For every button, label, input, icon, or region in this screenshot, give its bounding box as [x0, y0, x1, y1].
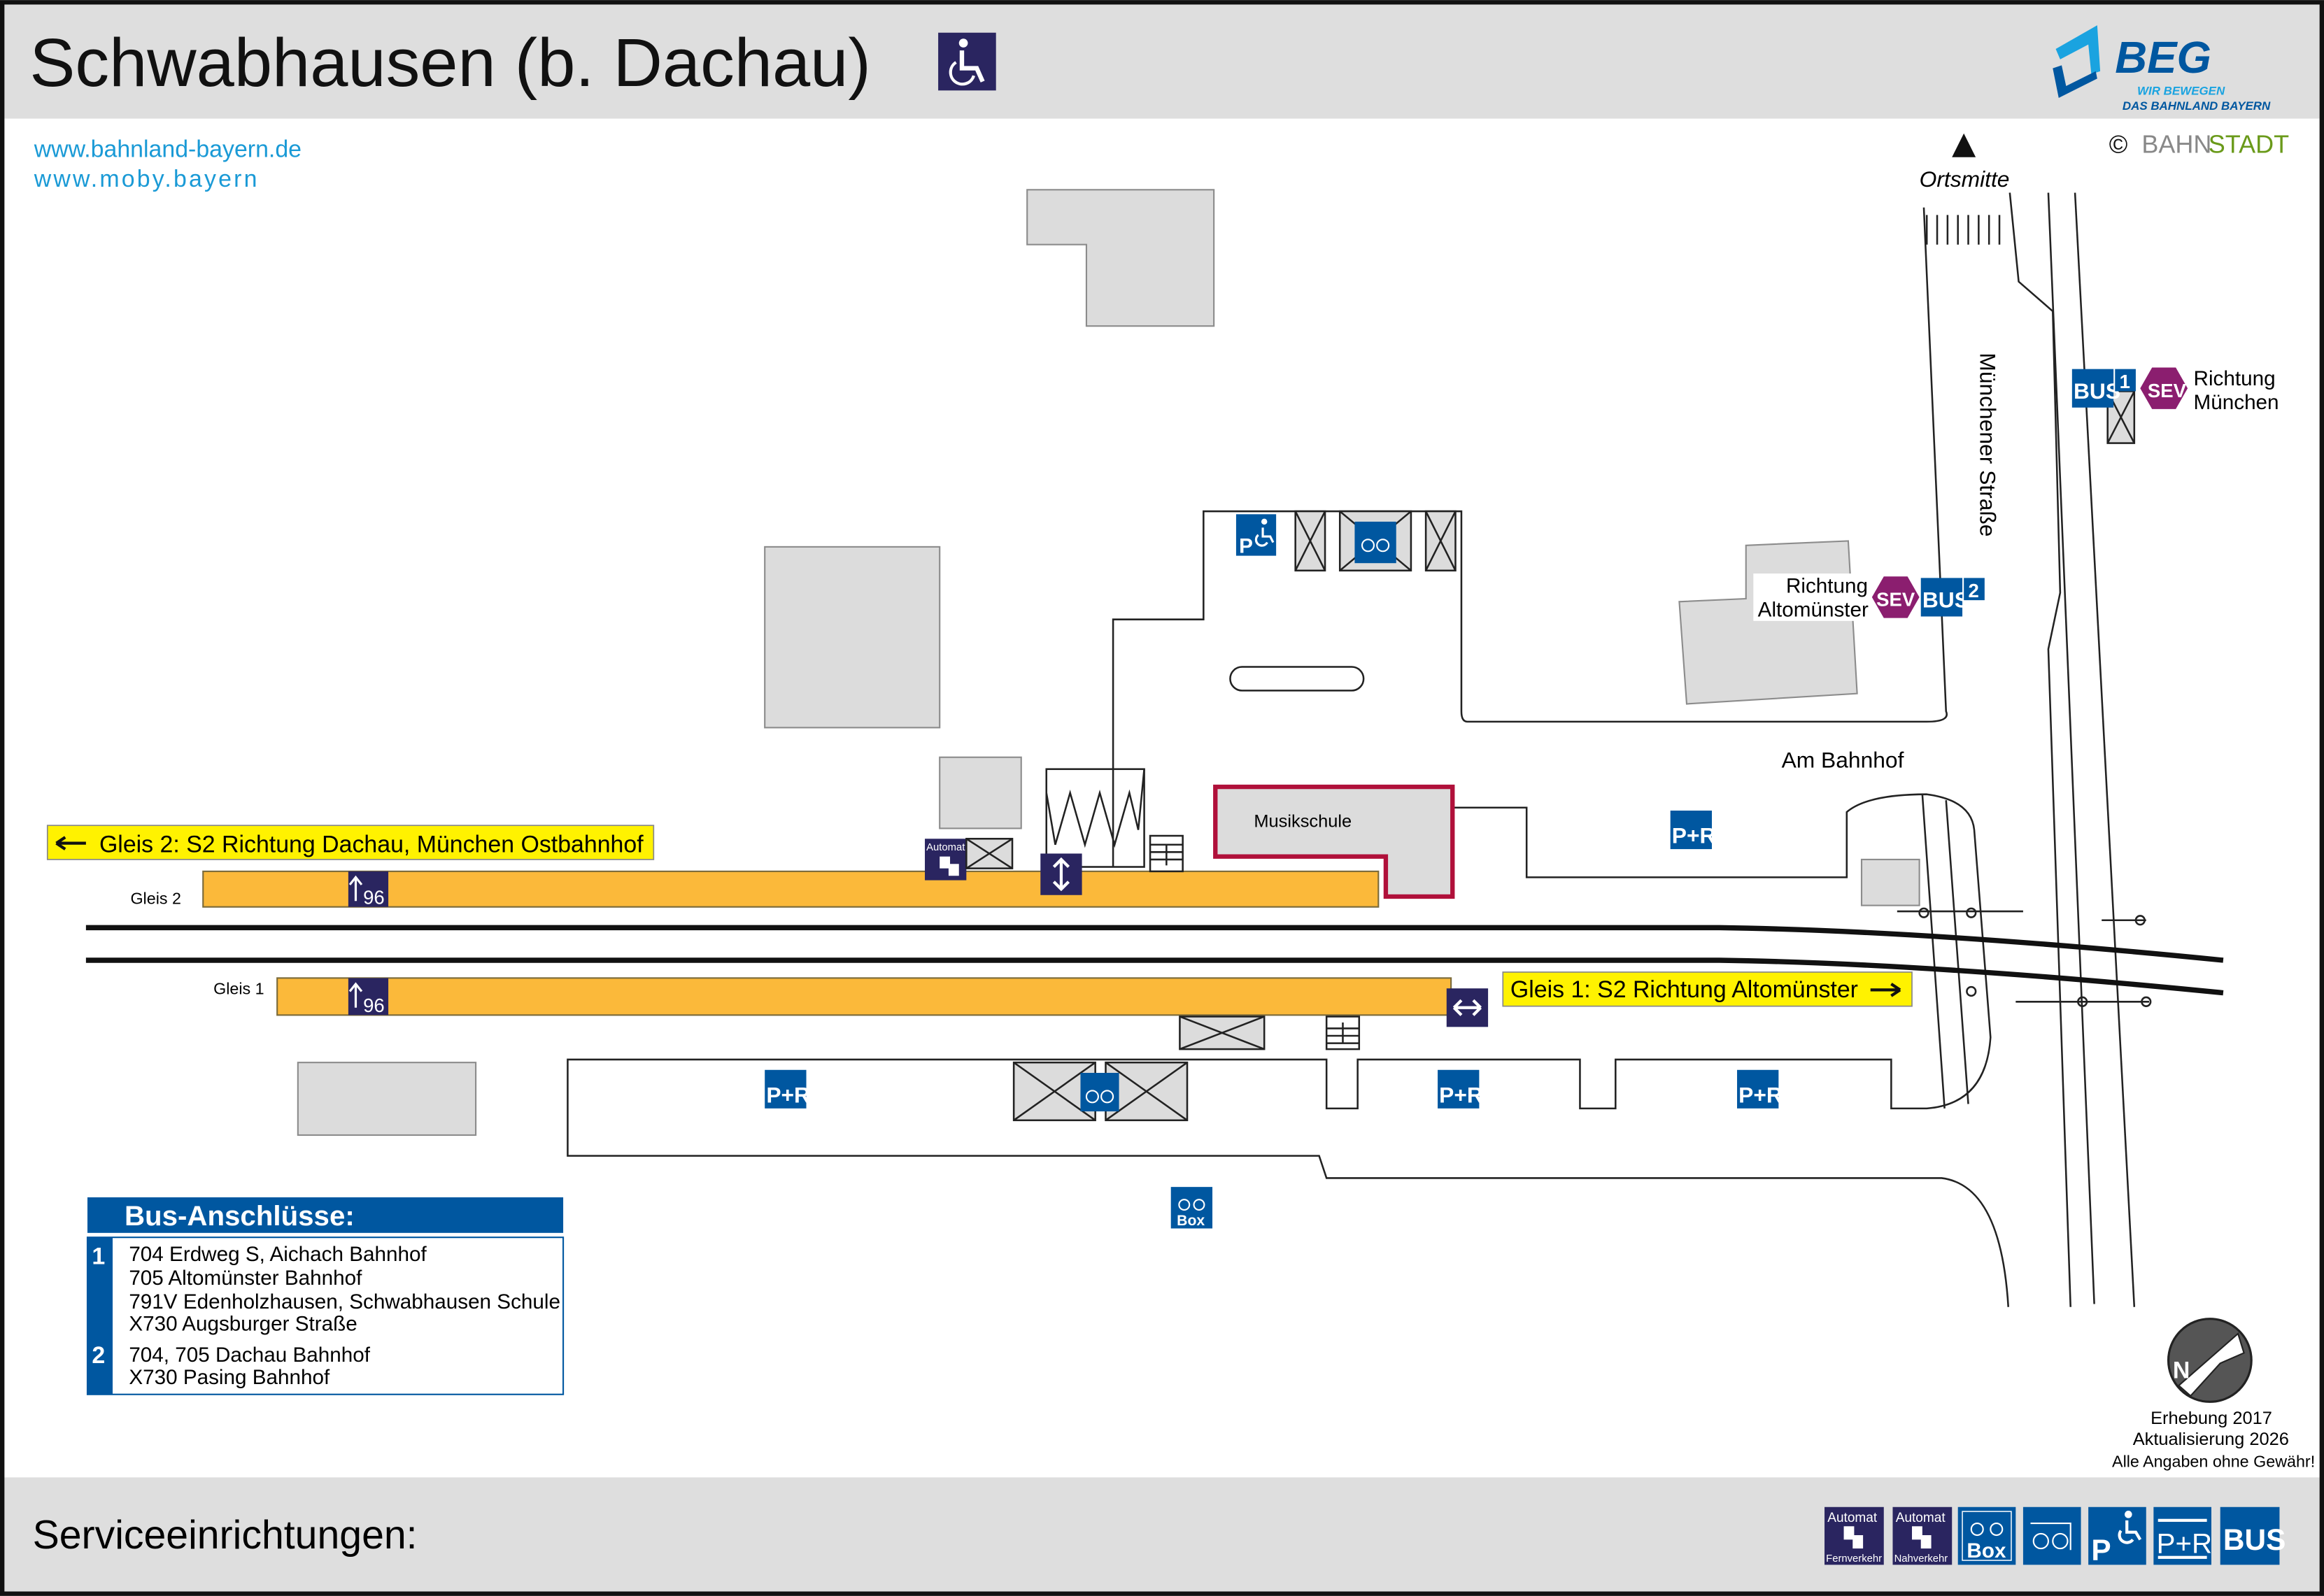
page-title: Schwabhausen (b. Dachau) [29, 24, 870, 101]
gleis-2-label: Gleis 2 [130, 889, 181, 907]
svg-text:Altomünster: Altomünster [1758, 598, 1869, 621]
disclaimer: Alle Angaben ohne Gewähr! [2112, 1453, 2315, 1471]
svg-text:Fernverkehr: Fernverkehr [1826, 1553, 1882, 1565]
svg-text:Automat: Automat [1827, 1511, 1878, 1525]
svg-text:704, 705 Dachau Bahnhof: 704, 705 Dachau Bahnhof [129, 1344, 370, 1367]
svg-text:WIR BEWEGEN: WIR BEWEGEN [2137, 85, 2225, 98]
svg-text:Musikschule: Musikschule [1254, 811, 1352, 831]
gleis-1-label: Gleis 1 [213, 980, 264, 998]
street-label-muenchener: Münchener Straße [1975, 352, 2000, 536]
svg-text:791V Edenholzhausen, Schwabhau: 791V Edenholzhausen, Schwabhausen Schule [129, 1290, 560, 1313]
svg-text:STADT: STADT [2209, 129, 2289, 158]
bahnstadt-copyright: © BAHN STADT [2109, 129, 2289, 158]
ortsmitte-label: Ortsmitte [1920, 166, 2010, 192]
bike-parking-icon [1354, 521, 1396, 564]
survey-note: Erhebung 2017 [2151, 1409, 2272, 1428]
footer-bike-box-icon: Box [1957, 1506, 2016, 1565]
footer-ticket-machine-nahverkehr: Automat Nahverkehr [1892, 1506, 1953, 1565]
musikschule-building: Musikschule [1213, 784, 1455, 899]
footer-park-and-ride-icon: P+R [2153, 1506, 2212, 1565]
bike-box-icon: Box [1170, 1187, 1213, 1229]
svg-text:P: P [2091, 1534, 2111, 1567]
platform-gleis-2 [202, 870, 1380, 908]
svg-text:Gleis 2: S2 Richtung Dachau, M: Gleis 2: S2 Richtung Dachau, München Ost… [99, 831, 644, 857]
bus-stop-2: Richtung Altomünster SEV BUS 2 [1753, 573, 1985, 621]
svg-text:Nahverkehr: Nahverkehr [1894, 1553, 1948, 1565]
svg-text:X730 Augsburger Straße: X730 Augsburger Straße [129, 1313, 357, 1336]
north-arrow-icon [1952, 133, 1976, 157]
footer-bus-icon: BUS [2220, 1506, 2286, 1565]
wheelchair-icon [938, 32, 996, 91]
svg-text:1: 1 [2120, 371, 2130, 392]
svg-text:Gleis 1: S2 Richtung Altomünst: Gleis 1: S2 Richtung Altomünster [1510, 976, 1858, 1003]
svg-text:P+R: P+R [1738, 1082, 1783, 1107]
svg-text:BUS: BUS [2223, 1523, 2286, 1556]
svg-text:P+R: P+R [1439, 1082, 1483, 1107]
bus-connections-box: Bus-Anschlüsse: 1 704 Erdweg S, Aichach … [86, 1197, 565, 1395]
update-note: Aktualisierung 2026 [2133, 1430, 2289, 1449]
svg-text:Richtung: Richtung [1786, 575, 1868, 598]
svg-text:2: 2 [92, 1342, 105, 1369]
elevator-icon [1040, 853, 1082, 895]
svg-text:BAHN: BAHN [2141, 129, 2211, 158]
svg-text:705 Altomünster Bahnhof: 705 Altomünster Bahnhof [129, 1267, 362, 1290]
gleis-1-direction-sign: Gleis 1: S2 Richtung Altomünster [1502, 971, 1913, 1007]
svg-text:P: P [1239, 534, 1253, 557]
footer-bike-parking-icon [2022, 1506, 2081, 1565]
svg-text:1: 1 [92, 1243, 105, 1269]
svg-text:BUS: BUS [2074, 378, 2120, 404]
svg-text:München: München [2194, 391, 2279, 414]
compass-icon: N [2167, 1318, 2253, 1403]
platform-gleis-1 [276, 977, 1452, 1016]
svg-text:P+R: P+R [766, 1082, 810, 1107]
link-moby[interactable]: www.moby.bayern [34, 166, 260, 192]
svg-text:96: 96 [363, 886, 385, 908]
svg-text:DAS BAHNLAND BAYERN: DAS BAHNLAND BAYERN [2123, 99, 2271, 113]
platform-height-sign-1: 96 [348, 978, 389, 1016]
bike-parking-icon-2 [1080, 1073, 1119, 1112]
svg-text:©: © [2109, 129, 2128, 158]
footer-disabled-parking-icon: P [2088, 1506, 2146, 1567]
gleis-2-direction-sign: Gleis 2: S2 Richtung Dachau, München Ost… [46, 825, 655, 860]
track-2 [85, 925, 2224, 963]
stairs-building [1045, 768, 1145, 868]
svg-text:SEV: SEV [1876, 589, 1915, 611]
svg-text:P+R: P+R [1672, 823, 1716, 848]
buildings [297, 189, 1920, 1137]
svg-text:Box: Box [1177, 1213, 1205, 1229]
svg-text:BEG: BEG [2115, 33, 2211, 83]
underpass-icon [1446, 988, 1489, 1027]
svg-text:Automat: Automat [1896, 1511, 1946, 1525]
track-1 [85, 957, 2224, 996]
disabled-parking-icon: P [1235, 514, 1277, 557]
svg-text:P+R: P+R [2157, 1527, 2212, 1559]
platform-height-sign-2: 96 [348, 871, 389, 908]
shelters [965, 390, 2136, 1122]
link-bahnland[interactable]: www.bahnland-bayern.de [34, 136, 302, 163]
svg-text:BUS: BUS [1922, 587, 1969, 613]
svg-text:2: 2 [1969, 580, 1979, 601]
footer-title: Serviceeinrichtungen: [33, 1513, 418, 1558]
svg-text:Automat: Automat [926, 842, 965, 853]
svg-text:X730 Pasing Bahnhof: X730 Pasing Bahnhof [129, 1366, 330, 1389]
svg-text:704 Erdweg S, Aichach Bahnhof: 704 Erdweg S, Aichach Bahnhof [129, 1243, 427, 1266]
footer-ticket-machine-fernverkehr: Automat Fernverkehr [1825, 1506, 1884, 1565]
svg-text:N: N [2173, 1357, 2190, 1383]
svg-text:96: 96 [363, 995, 385, 1016]
park-and-ride-icons: P+R P+R P+R P+R [765, 811, 1783, 1109]
bus-stop-1: BUS 1 SEV Richtung München [2071, 367, 2279, 414]
svg-text:SEV: SEV [2148, 380, 2187, 401]
svg-text:Richtung: Richtung [2194, 367, 2276, 390]
ticket-machine-icon: Automat [925, 839, 967, 881]
street-label-am-bahnhof: Am Bahnhof [1782, 748, 1904, 773]
svg-text:Box: Box [1967, 1539, 2006, 1562]
bus-connections-title: Bus-Anschlüsse: [125, 1200, 355, 1232]
header-band [4, 4, 2320, 119]
